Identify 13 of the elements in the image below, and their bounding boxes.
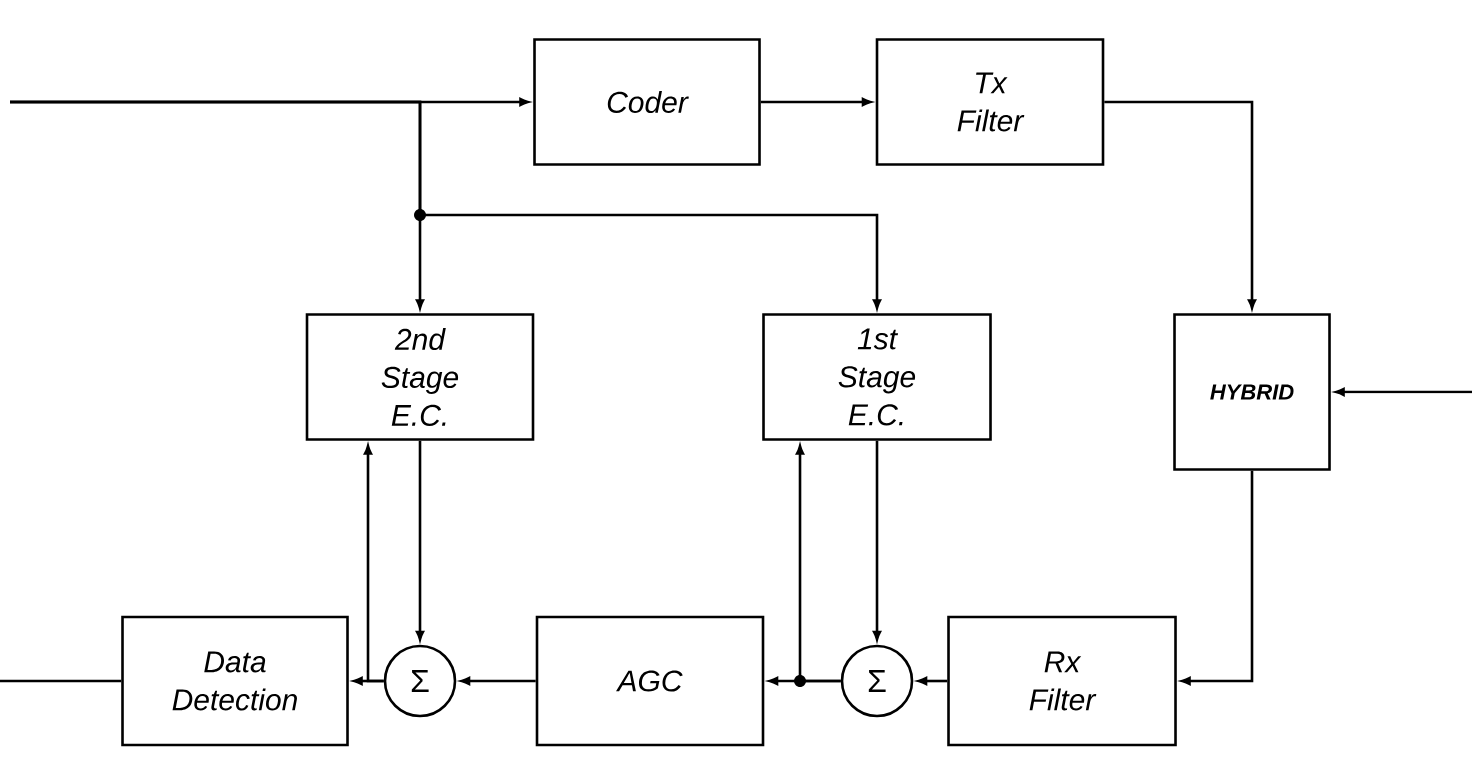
- summing-junction: Σ: [383, 644, 457, 718]
- process-box: Data Detection: [121, 615, 349, 747]
- process-box: HYBRID: [1173, 313, 1331, 471]
- process-box: 1st Stage E.C.: [762, 313, 992, 441]
- arrow: [760, 97, 872, 107]
- summing-junction: Σ: [840, 644, 914, 718]
- process-box: AGC: [535, 615, 765, 747]
- process-box: Rx Filter: [947, 615, 1177, 747]
- process-box: Coder: [533, 38, 761, 166]
- arrow: [917, 676, 948, 686]
- process-box: Tx Filter: [875, 38, 1105, 166]
- arrow: [460, 676, 536, 686]
- process-box: 2nd Stage E.C.: [305, 313, 535, 441]
